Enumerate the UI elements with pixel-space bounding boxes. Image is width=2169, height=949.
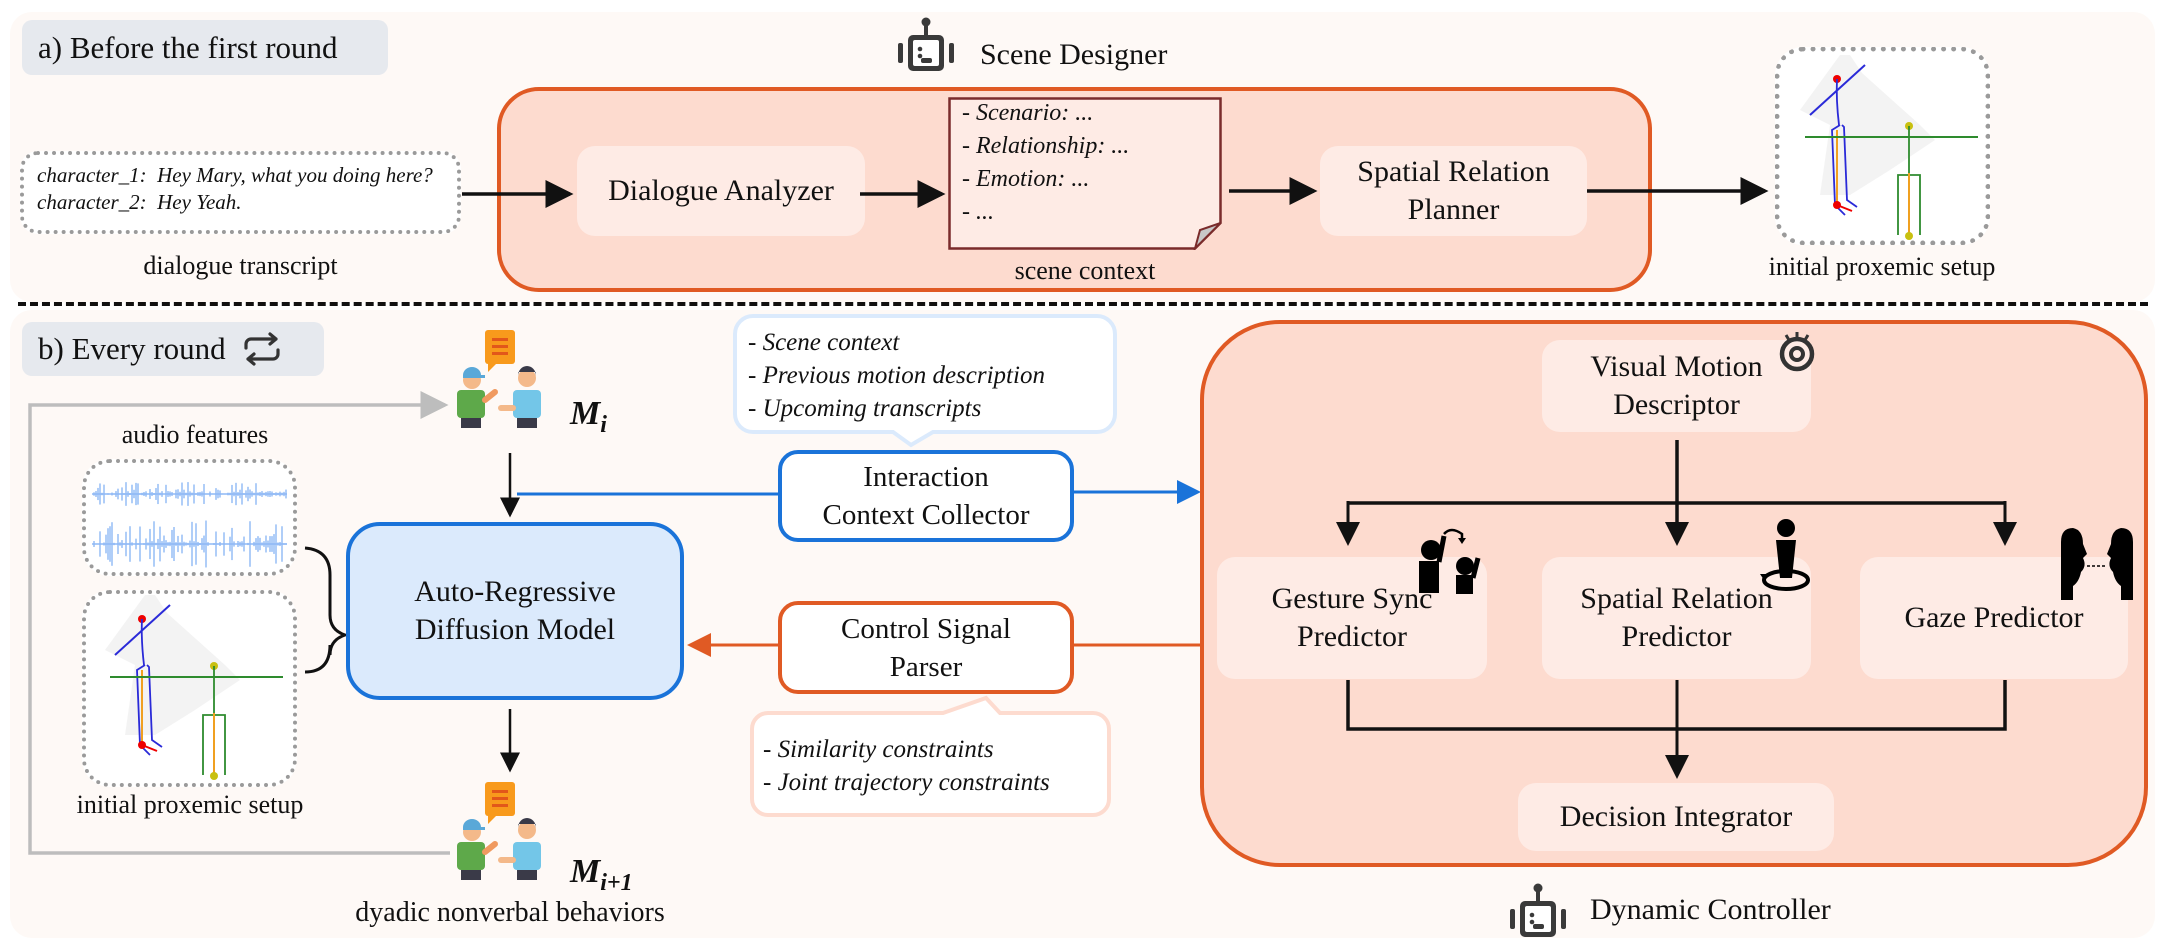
- repeat-icon: [240, 332, 284, 366]
- state-mi1-label: Mi+1: [570, 853, 633, 897]
- section-divider: [18, 302, 2148, 306]
- state-mi1-subscript: i+1: [600, 869, 633, 896]
- line-2-text: Hey Yeah.: [157, 190, 242, 214]
- control-signal-parser-box: Control Signal Parser: [778, 601, 1074, 694]
- audio-features-box: [82, 459, 297, 576]
- visual-motion-descriptor-box: Visual Motion Descriptor: [1542, 340, 1811, 432]
- planner-line-1: Spatial Relation: [1357, 155, 1550, 188]
- skeleton-figure-a: [1790, 55, 1980, 240]
- context-bubble: [733, 313, 1119, 463]
- collector-line-1: Interaction: [863, 461, 989, 493]
- spatial-relation-planner-box: Spatial Relation Planner: [1320, 146, 1587, 236]
- descriptor-line-2: Descriptor: [1613, 388, 1740, 421]
- scene-context-item-3: - Emotion: ...: [962, 166, 1090, 192]
- dialogue-analyzer-box: Dialogue Analyzer: [577, 146, 865, 236]
- model-line-1: Auto-Regressive: [414, 575, 616, 608]
- scene-context-note: [948, 97, 1222, 252]
- proxemic-caption-a: initial proxemic setup: [1768, 252, 1996, 281]
- dialogue-transcript-box: [20, 151, 461, 234]
- diffusion-model-box: Auto-Regressive Diffusion Model: [346, 522, 684, 700]
- constraint-item-1: - Similarity constraints: [763, 736, 994, 763]
- gesture-line-2: Predictor: [1297, 620, 1407, 653]
- state-mi-subscript: i: [600, 411, 607, 438]
- constraint-bubble: [748, 695, 1113, 820]
- parser-line-2: Parser: [889, 650, 963, 683]
- audio-waveform: [92, 470, 287, 570]
- context-item-3: - Upcoming transcripts: [748, 395, 982, 422]
- model-line-2: Diffusion Model: [414, 613, 616, 646]
- dyad-icon-mi1: [455, 782, 565, 882]
- scene-designer-title: Scene Designer: [980, 38, 1168, 71]
- scene-context-item-1: - Scenario: ...: [962, 100, 1094, 126]
- eye-icon: [1776, 330, 1818, 372]
- constraint-item-2: - Joint trajectory constraints: [763, 769, 1050, 796]
- dynamic-controller-title: Dynamic Controller: [1590, 893, 1831, 926]
- parser-line-1: Control Signal: [841, 612, 1011, 645]
- gesture-line-1: Gesture Sync: [1271, 582, 1433, 615]
- proxemic-setup-a: [1775, 47, 1990, 245]
- spatial-pred-line-2: Predictor: [1621, 620, 1732, 653]
- dyad-icon-mi: [455, 330, 565, 430]
- collector-line-2: Context Collector: [822, 499, 1030, 531]
- context-item-1: - Scene context: [748, 329, 900, 356]
- section-b-label-text: b) Every round: [38, 331, 226, 366]
- section-b-label: b) Every round: [22, 322, 324, 376]
- gaze-faces-icon: [2059, 526, 2135, 600]
- gaze-predictor-box: Gaze Predictor: [1860, 557, 2128, 679]
- line-1-text: Hey Mary, what you doing here?: [157, 163, 433, 187]
- state-mi-symbol: M: [570, 395, 601, 432]
- scene-context-item-4: - ...: [962, 199, 994, 225]
- transcript-line-1: character_1: Hey Mary, what you doing he…: [37, 163, 433, 188]
- gesture-sync-predictor-box: Gesture Sync Predictor: [1217, 557, 1487, 679]
- speaker-2: character_2:: [37, 190, 147, 214]
- spatial-pred-line-1: Spatial Relation: [1580, 582, 1773, 615]
- scene-context-caption: scene context: [1014, 256, 1156, 285]
- robot-icon: [896, 17, 956, 75]
- rotate-person-icon: [1756, 518, 1816, 596]
- gesture-sync-icon: [1416, 528, 1488, 596]
- brace: [304, 546, 350, 674]
- skeleton-figure-b: [95, 595, 285, 780]
- section-a-label: a) Before the first round: [22, 20, 388, 75]
- context-item-2: - Previous motion description: [748, 362, 1045, 389]
- proxemic-caption-b: initial proxemic setup: [76, 790, 304, 819]
- dyadic-caption: dyadic nonverbal behaviors: [355, 897, 665, 928]
- state-mi-label: Mi: [570, 395, 607, 439]
- audio-caption: audio features: [121, 420, 269, 449]
- transcript-caption: dialogue transcript: [143, 251, 338, 280]
- feedback-loop-line: [28, 391, 450, 855]
- descriptor-line-1: Visual Motion: [1590, 350, 1763, 383]
- context-collector-box: Interaction Context Collector: [778, 450, 1074, 542]
- decision-integrator-box: Decision Integrator: [1518, 783, 1834, 851]
- planner-line-2: Planner: [1407, 193, 1500, 226]
- robot-icon-controller: [1508, 883, 1568, 941]
- state-mi1-symbol: M: [570, 853, 601, 890]
- speaker-1: character_1:: [37, 163, 147, 187]
- transcript-line-2: character_2: Hey Yeah.: [37, 190, 242, 215]
- scene-context-item-2: - Relationship: ...: [962, 133, 1130, 159]
